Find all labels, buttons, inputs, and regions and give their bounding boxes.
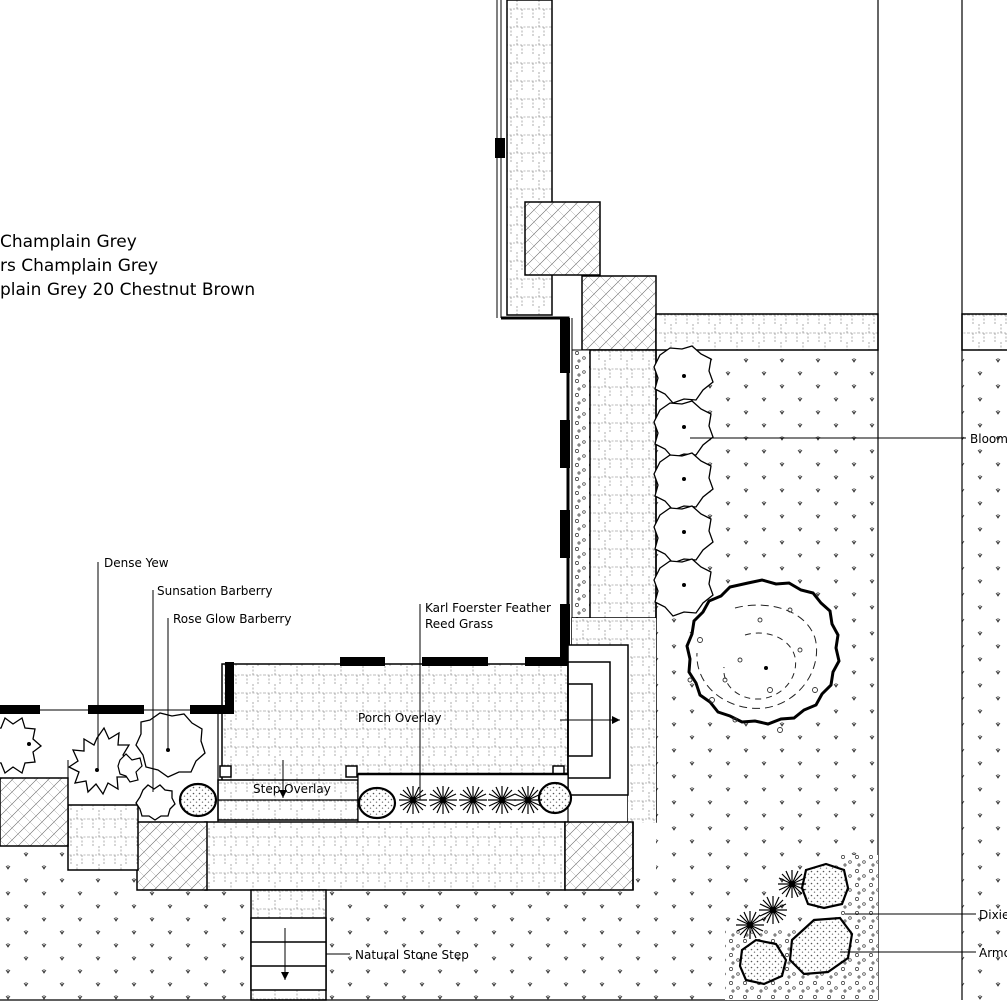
- sunsation-barberry: [135, 784, 176, 821]
- pillar-upper: [524, 201, 601, 276]
- material-note-2: rs Champlain Grey: [0, 256, 158, 276]
- label-dixie: Dixie: [979, 908, 1007, 922]
- pillar-lower-right: [564, 821, 634, 891]
- boulder: [178, 781, 573, 820]
- walk-far-right: [961, 313, 1007, 351]
- dense-yew-shrubs: [0, 716, 135, 796]
- step-overlay-area: [217, 760, 359, 821]
- large-tree: [685, 578, 841, 733]
- label-natural-stone-step: Natural Stone Step: [355, 948, 469, 962]
- label-dense-yew: Dense Yew: [104, 556, 169, 570]
- label-porch-overlay: Porch Overlay: [358, 711, 442, 725]
- lawn-left-strip: [0, 845, 70, 875]
- material-note-1: Champlain Grey: [0, 232, 137, 252]
- label-feather-reed-grass-2: Reed Grass: [425, 617, 493, 631]
- lawn-far-right: [962, 350, 1007, 1000]
- porch-overlay-area: [221, 663, 569, 783]
- rock-garden: [725, 855, 878, 1000]
- porch-side-steps: [560, 644, 629, 796]
- label-bloom: Bloom: [970, 432, 1007, 446]
- natural-stone-step: [250, 889, 327, 1001]
- lawn-bottom: [0, 870, 660, 1000]
- walk-lower: [204, 821, 566, 891]
- pillar-lower-left: [136, 821, 208, 891]
- label-sunsation-barberry: Sunsation Barberry: [157, 584, 273, 598]
- rose-glow-barberry: [135, 712, 206, 778]
- label-rose-glow-barberry: Rose Glow Barberry: [173, 612, 291, 626]
- pillar-far-left: [0, 777, 69, 847]
- pillar-corner: [581, 275, 657, 351]
- small-shrubs-left: [117, 753, 143, 783]
- gravel-strip: [571, 349, 591, 619]
- walk-side-vertical: [589, 349, 657, 619]
- walk-left-block: [67, 804, 139, 871]
- window-mark: [495, 138, 505, 158]
- label-step-overlay: Step Overlay: [253, 782, 331, 796]
- material-note-3: plain Grey 20 Chestnut Brown: [0, 280, 255, 300]
- label-armo: Armo: [979, 946, 1007, 960]
- feather-reed-grass: [399, 786, 542, 814]
- leader-lines: [97, 437, 976, 955]
- walk-right-horizontal: [655, 313, 879, 351]
- label-feather-reed-grass-1: Karl Foerster Feather: [425, 601, 551, 615]
- shrub-column: [653, 345, 714, 617]
